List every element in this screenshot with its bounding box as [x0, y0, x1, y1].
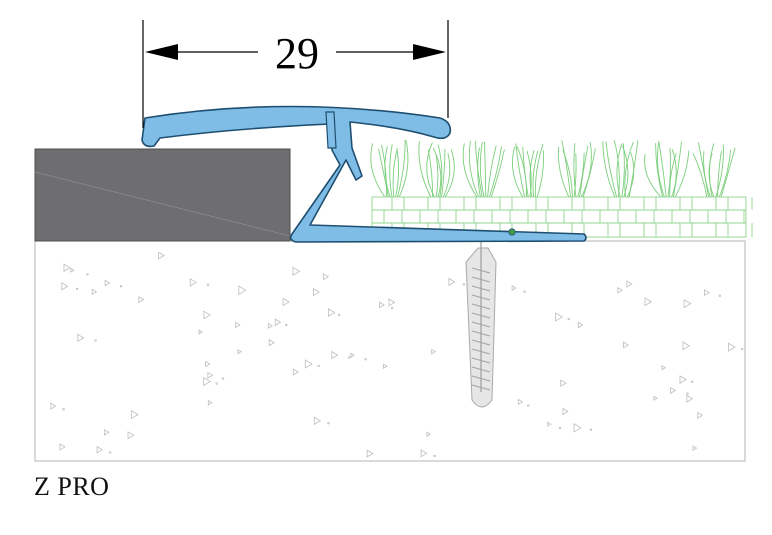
concrete-aggregate-marks	[50, 251, 744, 458]
tile-slab	[34, 148, 291, 242]
z-profile	[141, 105, 587, 243]
product-caption: Z PRO	[34, 472, 110, 501]
dimension-29: 29	[142, 20, 449, 128]
dimension-value: 29	[275, 29, 319, 78]
concrete-substrate	[34, 240, 746, 462]
grass-tufts	[370, 139, 736, 198]
carpet-grass	[370, 139, 753, 238]
